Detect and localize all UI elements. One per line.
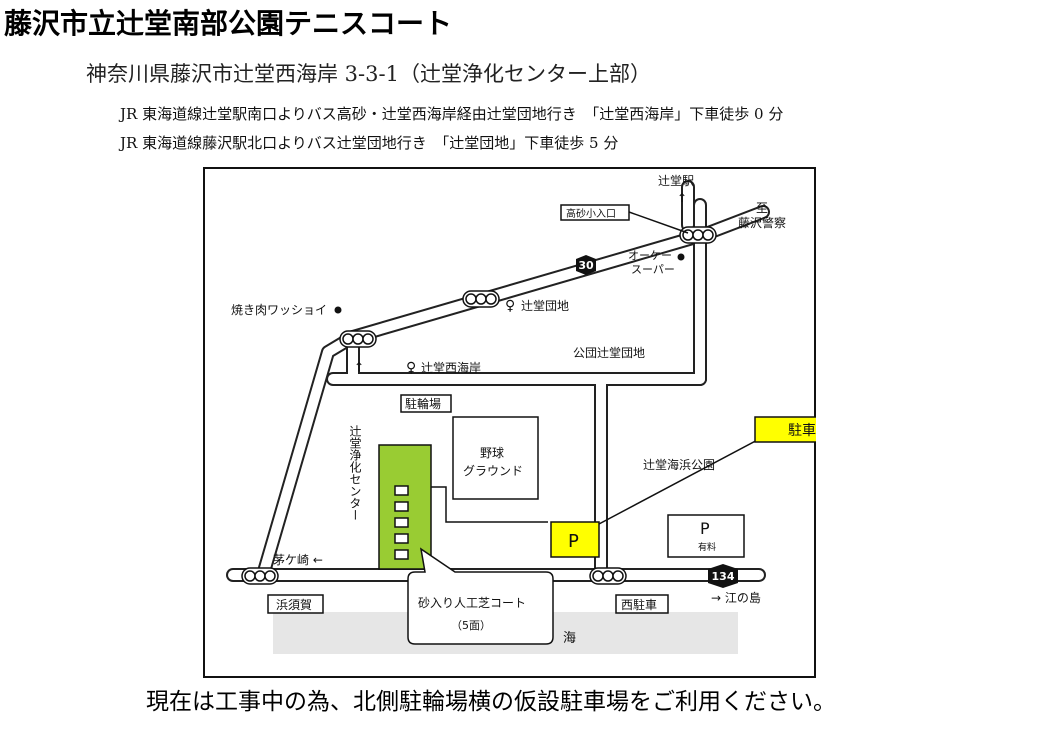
- takasago-entrance-label: 高砂小入口: [566, 207, 616, 220]
- bus-stop-tsujido-nishikaigan-label: 辻堂西海岸: [421, 360, 481, 375]
- okay-label-2: スーパー: [631, 263, 675, 276]
- traffic-signal-icons: [241, 226, 717, 585]
- baseball-label-1: 野球: [480, 446, 504, 460]
- to-fujisawa-label-1: 至: [756, 201, 768, 215]
- court-icons: [394, 485, 409, 560]
- tsujido-station-label: 辻堂駅: [658, 174, 694, 188]
- tsujido-beach-park-label: 辻堂海浜公園: [643, 457, 715, 472]
- okay-label-1: オーケー: [628, 249, 672, 262]
- signal-icon: [679, 226, 717, 244]
- parking-callout-box: [754, 416, 816, 443]
- parking-callout-label: 駐車場: [788, 422, 816, 439]
- nishi-chushajo-box: [615, 594, 669, 614]
- baseball-label-2: グラウンド: [463, 464, 523, 478]
- signal-icon: [241, 567, 279, 585]
- access-map: 海: [226, 174, 816, 654]
- svg-text:134: 134: [712, 570, 735, 583]
- route-134-icon: 134: [708, 564, 738, 588]
- yakiniku-label: 焼き肉ワッショイ: [231, 303, 327, 317]
- takasago-leader-line: [628, 211, 689, 234]
- koudan-tsujido-danchi-label: 公団辻堂団地: [573, 346, 645, 360]
- bus-stop-icon: ♀: [505, 298, 515, 314]
- nishi-chushajo-label: 西駐車: [621, 597, 657, 612]
- parking-leader-line: [598, 436, 764, 525]
- bus-stop-tsujido-danchi-label: 辻堂団地: [521, 299, 569, 313]
- court-icon: [394, 485, 409, 496]
- court-callout-bubble: [407, 547, 554, 645]
- access-path: [431, 486, 548, 523]
- parking-p-label: P: [568, 531, 579, 552]
- parking-p-box: [550, 521, 600, 558]
- court-icon: [394, 501, 409, 512]
- bus-stop-icon: ♀: [406, 360, 416, 376]
- up-arrow-icon: ↑: [677, 191, 687, 205]
- page-title: 藤沢市立辻堂南部公園テニスコート: [4, 7, 453, 40]
- court-icon: [394, 549, 409, 560]
- up-arrow-icon: ↑: [354, 360, 364, 374]
- signal-icon: [589, 567, 627, 585]
- access-line-1: JR 東海道線辻堂駅南口よりバス高砂・辻堂西海岸経由辻堂団地行き 「辻堂西海岸」…: [120, 105, 784, 123]
- access-line-2: JR 東海道線藤沢駅北口よりバス辻堂団地行き 「辻堂団地」下車徒歩 5 分: [120, 134, 619, 152]
- hamasuka-label: 浜須賀: [276, 598, 312, 612]
- paid-parking-box: [667, 514, 745, 558]
- bicycle-parking-label: 駐輪場: [405, 396, 441, 411]
- svg-text:30: 30: [578, 259, 594, 272]
- signal-icon: [462, 290, 500, 308]
- to-fujisawa-label-2: 藤沢警察: [738, 215, 786, 230]
- yakiniku-marker-icon: [334, 306, 342, 314]
- paid-parking-p-label: P: [700, 519, 710, 538]
- route-30-icon: 30: [576, 255, 596, 275]
- court-callout-label-1: 砂入り人工芝コート: [418, 595, 526, 610]
- court-callout-label-2: （5面）: [451, 619, 491, 632]
- signal-icon: [339, 330, 377, 348]
- baseball-ground-box: [452, 416, 539, 500]
- chigasaki-label: 茅ケ崎 ←: [273, 553, 323, 567]
- enoshima-label: → 江の島: [711, 590, 761, 605]
- paid-parking-label: 有料: [698, 541, 716, 553]
- address: 神奈川県藤沢市辻堂西海岸 3-3-1（辻堂浄化センター上部）: [86, 62, 651, 86]
- court-icon: [394, 533, 409, 544]
- purification-center-label: 辻堂浄化センター: [348, 425, 362, 521]
- construction-notice: 現在は工事中の為、北側駐輪場横の仮設駐車場をご利用ください。: [146, 689, 836, 715]
- sea-label: 海: [563, 631, 576, 646]
- court-icon: [394, 517, 409, 528]
- hamasuka-box: [267, 594, 324, 614]
- bicycle-parking-box: [400, 394, 452, 413]
- okay-marker-icon: [677, 253, 685, 261]
